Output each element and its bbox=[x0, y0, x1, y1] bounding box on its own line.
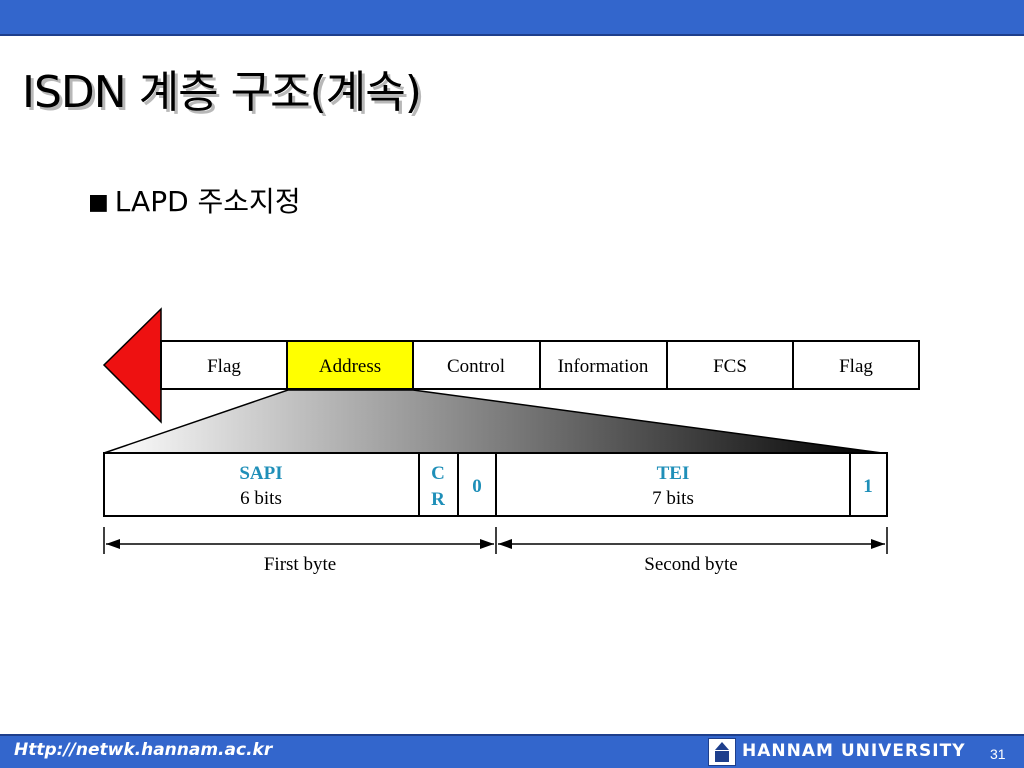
frame-label-flag-end: Flag bbox=[839, 356, 873, 377]
first-byte-arrowhead-left-icon bbox=[106, 539, 120, 549]
frame-label-flag-start: Flag bbox=[207, 356, 241, 377]
frame-label-address: Address bbox=[319, 356, 381, 377]
ea0-bit: 0 bbox=[472, 476, 482, 497]
logo-roof-shape bbox=[715, 742, 729, 750]
bottom-banner-rule bbox=[0, 734, 1024, 736]
tei-label: TEI bbox=[657, 463, 690, 484]
bottom-banner bbox=[0, 736, 1024, 768]
cr-label-top: C bbox=[431, 463, 445, 484]
footer-url: Http://netwk.hannam.ac.kr bbox=[14, 740, 273, 760]
frame-field-flag-end bbox=[792, 340, 920, 390]
frame-label-control: Control bbox=[447, 356, 505, 377]
university-logo-icon bbox=[708, 738, 736, 766]
frame-field-information bbox=[539, 340, 668, 390]
bullet-square-icon: ■ bbox=[88, 190, 109, 215]
direction-arrow-icon bbox=[102, 307, 162, 424]
frame-field-fcs bbox=[666, 340, 794, 390]
second-byte-arrowhead-right-icon bbox=[871, 539, 885, 549]
address-expansion-fan bbox=[103, 389, 883, 454]
logo-base-shape bbox=[715, 751, 729, 762]
tei-bits: 7 bits bbox=[652, 488, 694, 509]
top-banner-rule bbox=[0, 34, 1024, 36]
frame-field-flag-start bbox=[160, 340, 288, 390]
frame-label-information: Information bbox=[558, 356, 649, 377]
second-byte-arrowhead-left-icon bbox=[498, 539, 512, 549]
ea1-bit: 1 bbox=[863, 476, 873, 497]
cr-label-bottom: R bbox=[431, 489, 445, 510]
frame-field-address bbox=[286, 340, 414, 390]
page-number: 31 bbox=[990, 746, 1006, 762]
second-byte-label: Second byte bbox=[644, 554, 737, 575]
slide-title: ISDN 계층 구조(계속) bbox=[22, 67, 422, 118]
sapi-bits: 6 bits bbox=[240, 488, 282, 509]
first-byte-arrowhead-right-icon bbox=[480, 539, 494, 549]
footer-university: HANNAM UNIVERSITY bbox=[742, 741, 966, 761]
sapi-label: SAPI bbox=[239, 463, 282, 484]
bullet-item: ■LAPD 주소지정 bbox=[88, 180, 301, 220]
bullet-text: LAPD 주소지정 bbox=[114, 185, 301, 218]
first-byte-label: First byte bbox=[264, 554, 336, 575]
top-banner bbox=[0, 0, 1024, 34]
frame-label-fcs: FCS bbox=[713, 356, 747, 377]
